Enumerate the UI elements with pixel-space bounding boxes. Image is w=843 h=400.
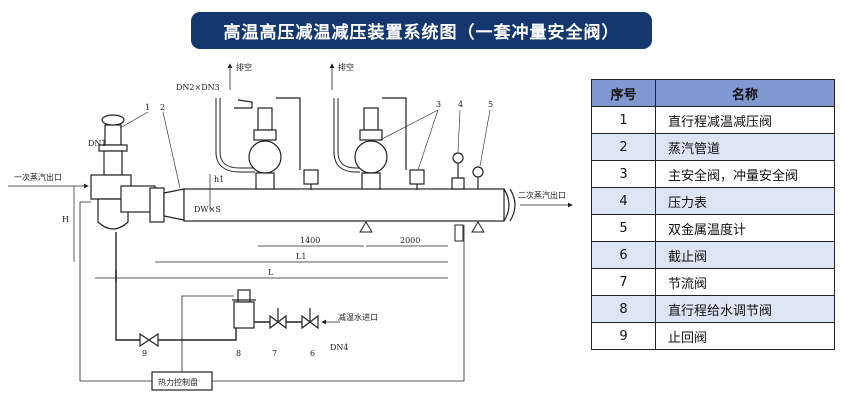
legend-no: 3	[591, 160, 656, 188]
check-valve	[139, 332, 159, 348]
legend-name: 直行程减温减压阀	[655, 106, 835, 134]
callout-3: 3	[436, 100, 441, 109]
legend-no: 7	[591, 268, 656, 296]
primary-inlet-label: 一次蒸汽出口	[14, 172, 62, 182]
legend-header: 序号 名称	[591, 79, 835, 107]
pipe-support-1	[359, 221, 373, 233]
dim-l1: L1	[296, 252, 306, 261]
vent-label-1: 排空	[236, 62, 252, 72]
stop-valve	[301, 308, 319, 330]
callout-5: 5	[488, 100, 493, 109]
dim-h: H	[62, 215, 69, 224]
dim-1400: 1400	[300, 236, 320, 245]
callout-9: 9	[142, 349, 147, 358]
steam-pipe	[149, 187, 516, 223]
control-panel-label: 热力控制盘	[158, 377, 198, 387]
water-line	[115, 232, 318, 341]
safety-valve-main	[215, 98, 282, 190]
legend-name: 压力表	[655, 187, 835, 215]
legend-no: 8	[591, 295, 656, 323]
legend-name: 截止阀	[655, 241, 835, 269]
signal-lines	[79, 201, 465, 382]
legend-name: 直行程给水调节阀	[655, 295, 835, 323]
desuperheating-valve	[90, 114, 156, 230]
callout-4: 4	[458, 100, 463, 109]
legend-name: 蒸汽管道	[655, 133, 835, 161]
callout-7: 7	[272, 349, 277, 358]
legend-no: 4	[591, 187, 656, 215]
legend-header-no: 序号	[591, 79, 656, 107]
callout-2: 2	[160, 103, 165, 112]
legend-name: 双金属温度计	[655, 214, 835, 242]
legend-no: 2	[591, 133, 656, 161]
legend-name: 节流阀	[655, 268, 835, 296]
callout-leaders	[119, 109, 491, 189]
callout-6: 6	[310, 349, 315, 358]
legend-name: 主安全阀，冲量安全阀	[655, 160, 835, 188]
dim-h1: h1	[214, 175, 224, 184]
dim-2000: 2000	[400, 236, 420, 245]
dim-dn1: DN1	[88, 139, 107, 148]
diagram-title: 高温高压减温减压装置系统图（一套冲量安全阀）	[191, 12, 652, 49]
dim-l: L	[268, 268, 274, 277]
pipe-hanger	[454, 224, 464, 242]
dimension-lines	[73, 174, 448, 279]
secondary-outlet-label: 二次蒸汽出口	[518, 190, 566, 200]
callout-1: 1	[145, 103, 150, 112]
bimetal-thermometer	[472, 166, 484, 189]
legend-header-name: 名称	[655, 79, 835, 107]
legend-no: 5	[591, 214, 656, 242]
vent-label-2: 排空	[338, 62, 354, 72]
feedwater-control-valve	[232, 289, 256, 329]
legend-no: 6	[591, 241, 656, 269]
legend-name: 止回阀	[655, 322, 835, 350]
legend-no: 1	[591, 106, 656, 134]
impulse-valve-2	[382, 97, 425, 190]
pipe-support-2	[471, 221, 485, 233]
pressure-gauge	[451, 152, 465, 190]
safety-valve-secondary	[333, 98, 388, 190]
impulse-valve-1	[276, 97, 319, 190]
dim-dw: DW×S	[194, 205, 221, 214]
legend-no: 9	[591, 322, 656, 350]
throttle-valve	[269, 308, 287, 330]
water-inlet-label: 减温水进口	[338, 312, 378, 322]
callouts: 1 2 3 4 5 6 7 8 9	[142, 100, 493, 358]
callout-8: 8	[236, 349, 241, 358]
dn4-label: DN4	[330, 343, 349, 352]
dn-pair-label: DN2×DN3	[176, 83, 220, 92]
